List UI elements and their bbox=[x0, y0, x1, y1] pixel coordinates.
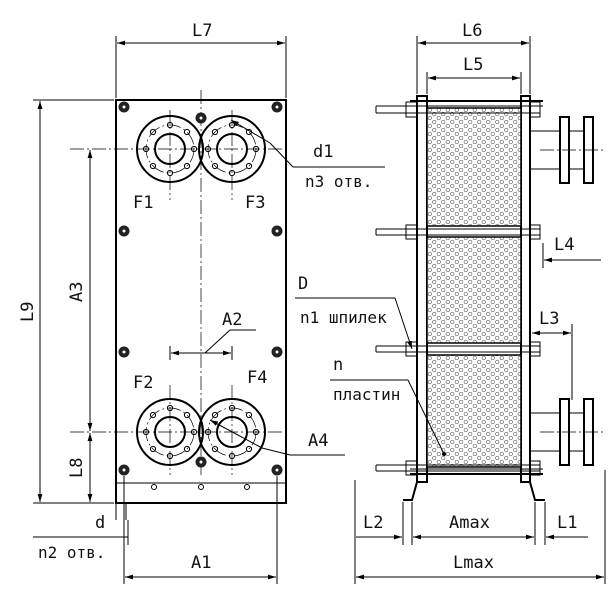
nozzle-top bbox=[529, 116, 605, 184]
amax-label: Amax bbox=[449, 513, 490, 533]
f2-label: F2 bbox=[133, 373, 153, 393]
left-foot bbox=[403, 481, 418, 501]
n3-label: n3 отв. bbox=[305, 172, 372, 191]
n2-label: n2 отв. bbox=[38, 543, 105, 562]
a3-label: A3 bbox=[67, 282, 87, 302]
l8-label: L8 bbox=[67, 458, 87, 478]
side-view: L6 L5 L4 L3 D n1 шпилек n пластин bbox=[295, 21, 606, 584]
n-label: n bbox=[333, 355, 343, 375]
l6-label: L6 bbox=[462, 21, 482, 41]
flange-f2 bbox=[136, 398, 204, 466]
d-label: d bbox=[95, 513, 105, 533]
pressure-plate bbox=[520, 95, 531, 483]
l2-label: L2 bbox=[363, 513, 383, 533]
flange-f4 bbox=[198, 398, 266, 466]
f4-label: F4 bbox=[247, 368, 267, 388]
l9-label: L9 bbox=[18, 302, 38, 322]
plate-pack-bottom bbox=[426, 354, 522, 468]
a1-label: A1 bbox=[191, 553, 211, 573]
a2-label: A2 bbox=[222, 310, 242, 330]
d-stud-label: D bbox=[298, 274, 308, 294]
flange-f3 bbox=[198, 115, 266, 183]
tie-bolts bbox=[375, 101, 541, 476]
nozzle-bottom bbox=[529, 398, 605, 466]
lmax-label: Lmax bbox=[453, 553, 494, 573]
plates-label: пластин bbox=[333, 385, 400, 404]
front-view: L7 L9 A3 L8 A1 A2 F1 F3 F2 F4 d1 n bbox=[18, 21, 385, 584]
l5-label: L5 bbox=[463, 55, 483, 75]
right-foot bbox=[529, 481, 545, 501]
plate-pack-top bbox=[426, 107, 522, 227]
plate-pack-middle bbox=[426, 236, 522, 344]
base-mounting-holes bbox=[151, 484, 250, 490]
f1-label: F1 bbox=[133, 193, 153, 213]
l1-label: L1 bbox=[557, 513, 577, 533]
l7-label: L7 bbox=[192, 21, 212, 41]
l3-label: L3 bbox=[539, 309, 559, 329]
d1-label: d1 bbox=[313, 142, 333, 162]
tie-bolt-holes bbox=[118, 101, 283, 476]
flange-f1 bbox=[136, 115, 204, 183]
fixed-frame-plate bbox=[416, 95, 428, 483]
l4-label: L4 bbox=[554, 235, 574, 255]
n1-label: n1 шпилек bbox=[300, 308, 387, 327]
f3-label: F3 bbox=[245, 193, 265, 213]
a4-label: A4 bbox=[308, 431, 328, 451]
